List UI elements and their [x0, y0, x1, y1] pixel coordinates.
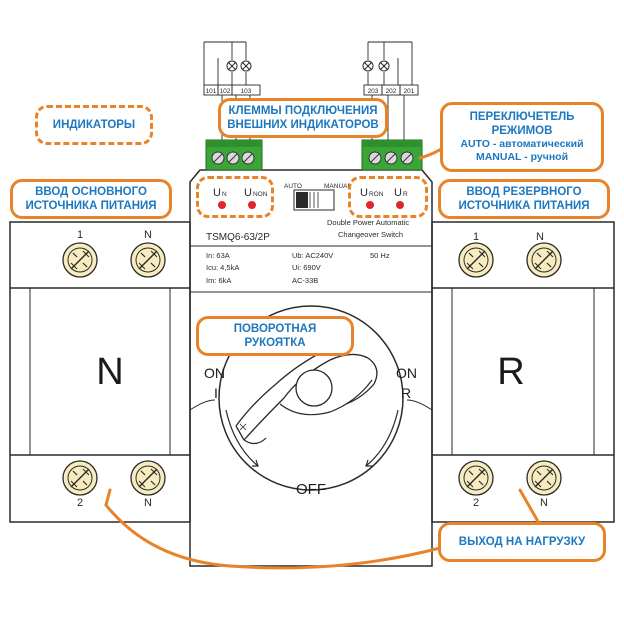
led-unon — [248, 201, 256, 209]
unon-label: UNON — [244, 187, 268, 199]
callout-load-output-line-1: ВЫХОД НА НАГРУЗКУ — [458, 536, 586, 548]
right-bottom-terminal-2-label: 2 — [473, 497, 479, 509]
handle-on-right-sub: R — [401, 385, 411, 401]
spec-left-2: Icu: 4,5kA — [206, 263, 239, 272]
green-terminal-block-right — [361, 139, 423, 171]
right-bottom-terminal-n-label: N — [540, 497, 548, 509]
callout-reserve-input-line-1: ВВОД РЕЗЕРВНОГО — [466, 186, 582, 198]
un-label: UN — [213, 187, 227, 199]
left-bottom-terminal-2-screw — [62, 460, 98, 496]
load-output-callout: ВЫХОД НА НАГРУЗКУ — [438, 522, 606, 562]
callout-mode-switch-line-1: ПЕРЕКЛЮЧЕТЕЛЬ — [469, 111, 575, 123]
main-input-callout: ВВОД ОСНОВНОГО ИСТОЧНИКА ПИТАНИЯ — [10, 179, 172, 219]
right-top-terminal-n-label: N — [536, 231, 544, 243]
spec-mid-3: AC-33B — [292, 276, 318, 285]
callout-external-terminals-line-1: КЛЕММЫ ПОДКЛЮЧЕНИЯ — [228, 105, 378, 117]
device-title-line-1: Double Power Automatic — [327, 218, 409, 227]
rotary-handle-callout: ПОВОРОТНАЯ РУКОЯТКА — [196, 316, 354, 356]
left-module-letter: N — [96, 351, 123, 393]
callout-mode-switch-line-3: AUTO - автоматический — [460, 138, 584, 150]
external-terminals-callout: КЛЕММЫ ПОДКЛЮЧЕНИЯ ВНЕШНИХ ИНДИКАТОРОВ — [218, 98, 388, 138]
manual-label: MANUAL — [324, 183, 351, 190]
green-terminal-block-left — [205, 139, 263, 171]
callout-rotary-handle-line-1: ПОВОРОТНАЯ — [233, 323, 317, 335]
auto-label: AUTO — [284, 183, 302, 190]
left-bottom-terminal-2-label: 2 — [77, 497, 83, 509]
left-top-terminal-1-screw — [62, 242, 98, 278]
left-bottom-terminal-n-label: N — [144, 497, 152, 509]
mode-switch-callout: ПЕРЕКЛЮЧЕТЕЛЬ РЕЖИМОВ AUTO - автоматичес… — [440, 102, 604, 172]
terminal-label-102: 102 — [220, 88, 231, 95]
callout-mode-switch-line-4: MANUAL - ручной — [475, 151, 569, 163]
led-un — [218, 201, 226, 209]
left-top-terminal-1-label: 1 — [77, 229, 83, 241]
spec-mid-1: Ub: AC240V — [292, 251, 333, 260]
right-bottom-terminal-n-screw — [526, 460, 562, 496]
handle-on-left-sub: I — [214, 385, 218, 401]
right-module-letter: R — [497, 351, 524, 393]
right-bottom-terminal-2-screw — [458, 460, 494, 496]
terminal-label-203: 203 — [368, 88, 379, 95]
handle-on-right: ON — [396, 365, 417, 381]
callout-main-input-line-2: ИСТОЧНИКА ПИТАНИЯ — [25, 200, 157, 212]
callout-reserve-input-line-2: ИСТОЧНИКА ПИТАНИЯ — [458, 200, 590, 212]
callout-rotary-handle-line-2: РУКОЯТКА — [244, 337, 306, 349]
terminal-label-103: 103 — [241, 88, 252, 95]
led-ur — [396, 201, 404, 209]
rotary-handle[interactable] — [218, 305, 404, 491]
left-top-terminal-n-label: N — [144, 229, 152, 241]
callout-mode-switch-line-2: РЕЖИМОВ — [491, 125, 553, 137]
right-top-terminal-1-screw — [458, 242, 494, 278]
spec-left-1: In: 63A — [206, 251, 230, 260]
mode-switch[interactable] — [293, 189, 335, 211]
indicator-lamp-icon — [362, 60, 374, 72]
indicator-lamp-icon — [240, 60, 252, 72]
reserve-input-callout: ВВОД РЕЗЕРВНОГО ИСТОЧНИКА ПИТАНИЯ — [438, 179, 610, 219]
terminal-label-101: 101 — [206, 88, 217, 95]
left-top-terminal-n-screw — [130, 242, 166, 278]
indicators-callout: ИНДИКАТОРЫ — [35, 105, 153, 145]
device-model: TSMQ6-63/2P — [206, 232, 270, 243]
callout-indicators-line-1: ИНДИКАТОРЫ — [52, 119, 136, 131]
right-top-terminal-1-label: 1 — [473, 231, 479, 243]
indicator-lamp-icon — [226, 60, 238, 72]
device-title-line-2: Changeover Switch — [338, 230, 403, 239]
spec-left-3: Im: 6kA — [206, 276, 231, 285]
spec-mid-2: Ui: 690V — [292, 263, 321, 272]
ur-label: UR — [394, 187, 408, 199]
handle-on-left: ON — [204, 365, 225, 381]
terminal-label-202: 202 — [386, 88, 397, 95]
terminal-label-201: 201 — [404, 88, 415, 95]
indicator-lamp-icon — [378, 60, 390, 72]
callout-main-input-line-1: ВВОД ОСНОВНОГО — [35, 186, 147, 198]
led-uron — [366, 201, 374, 209]
handle-rotation-arrows — [225, 409, 399, 467]
reserve-indicators-dashed-frame — [348, 176, 428, 218]
spec-frequency: 50 Hz — [370, 251, 390, 260]
callout-external-terminals-line-2: ВНЕШНИХ ИНДИКАТОРОВ — [227, 119, 379, 131]
main-indicators-dashed-frame — [196, 176, 274, 218]
handle-off: OFF — [296, 481, 326, 498]
right-top-terminal-n-screw — [526, 242, 562, 278]
left-bottom-terminal-n-screw — [130, 460, 166, 496]
uron-label: URON — [360, 187, 384, 199]
